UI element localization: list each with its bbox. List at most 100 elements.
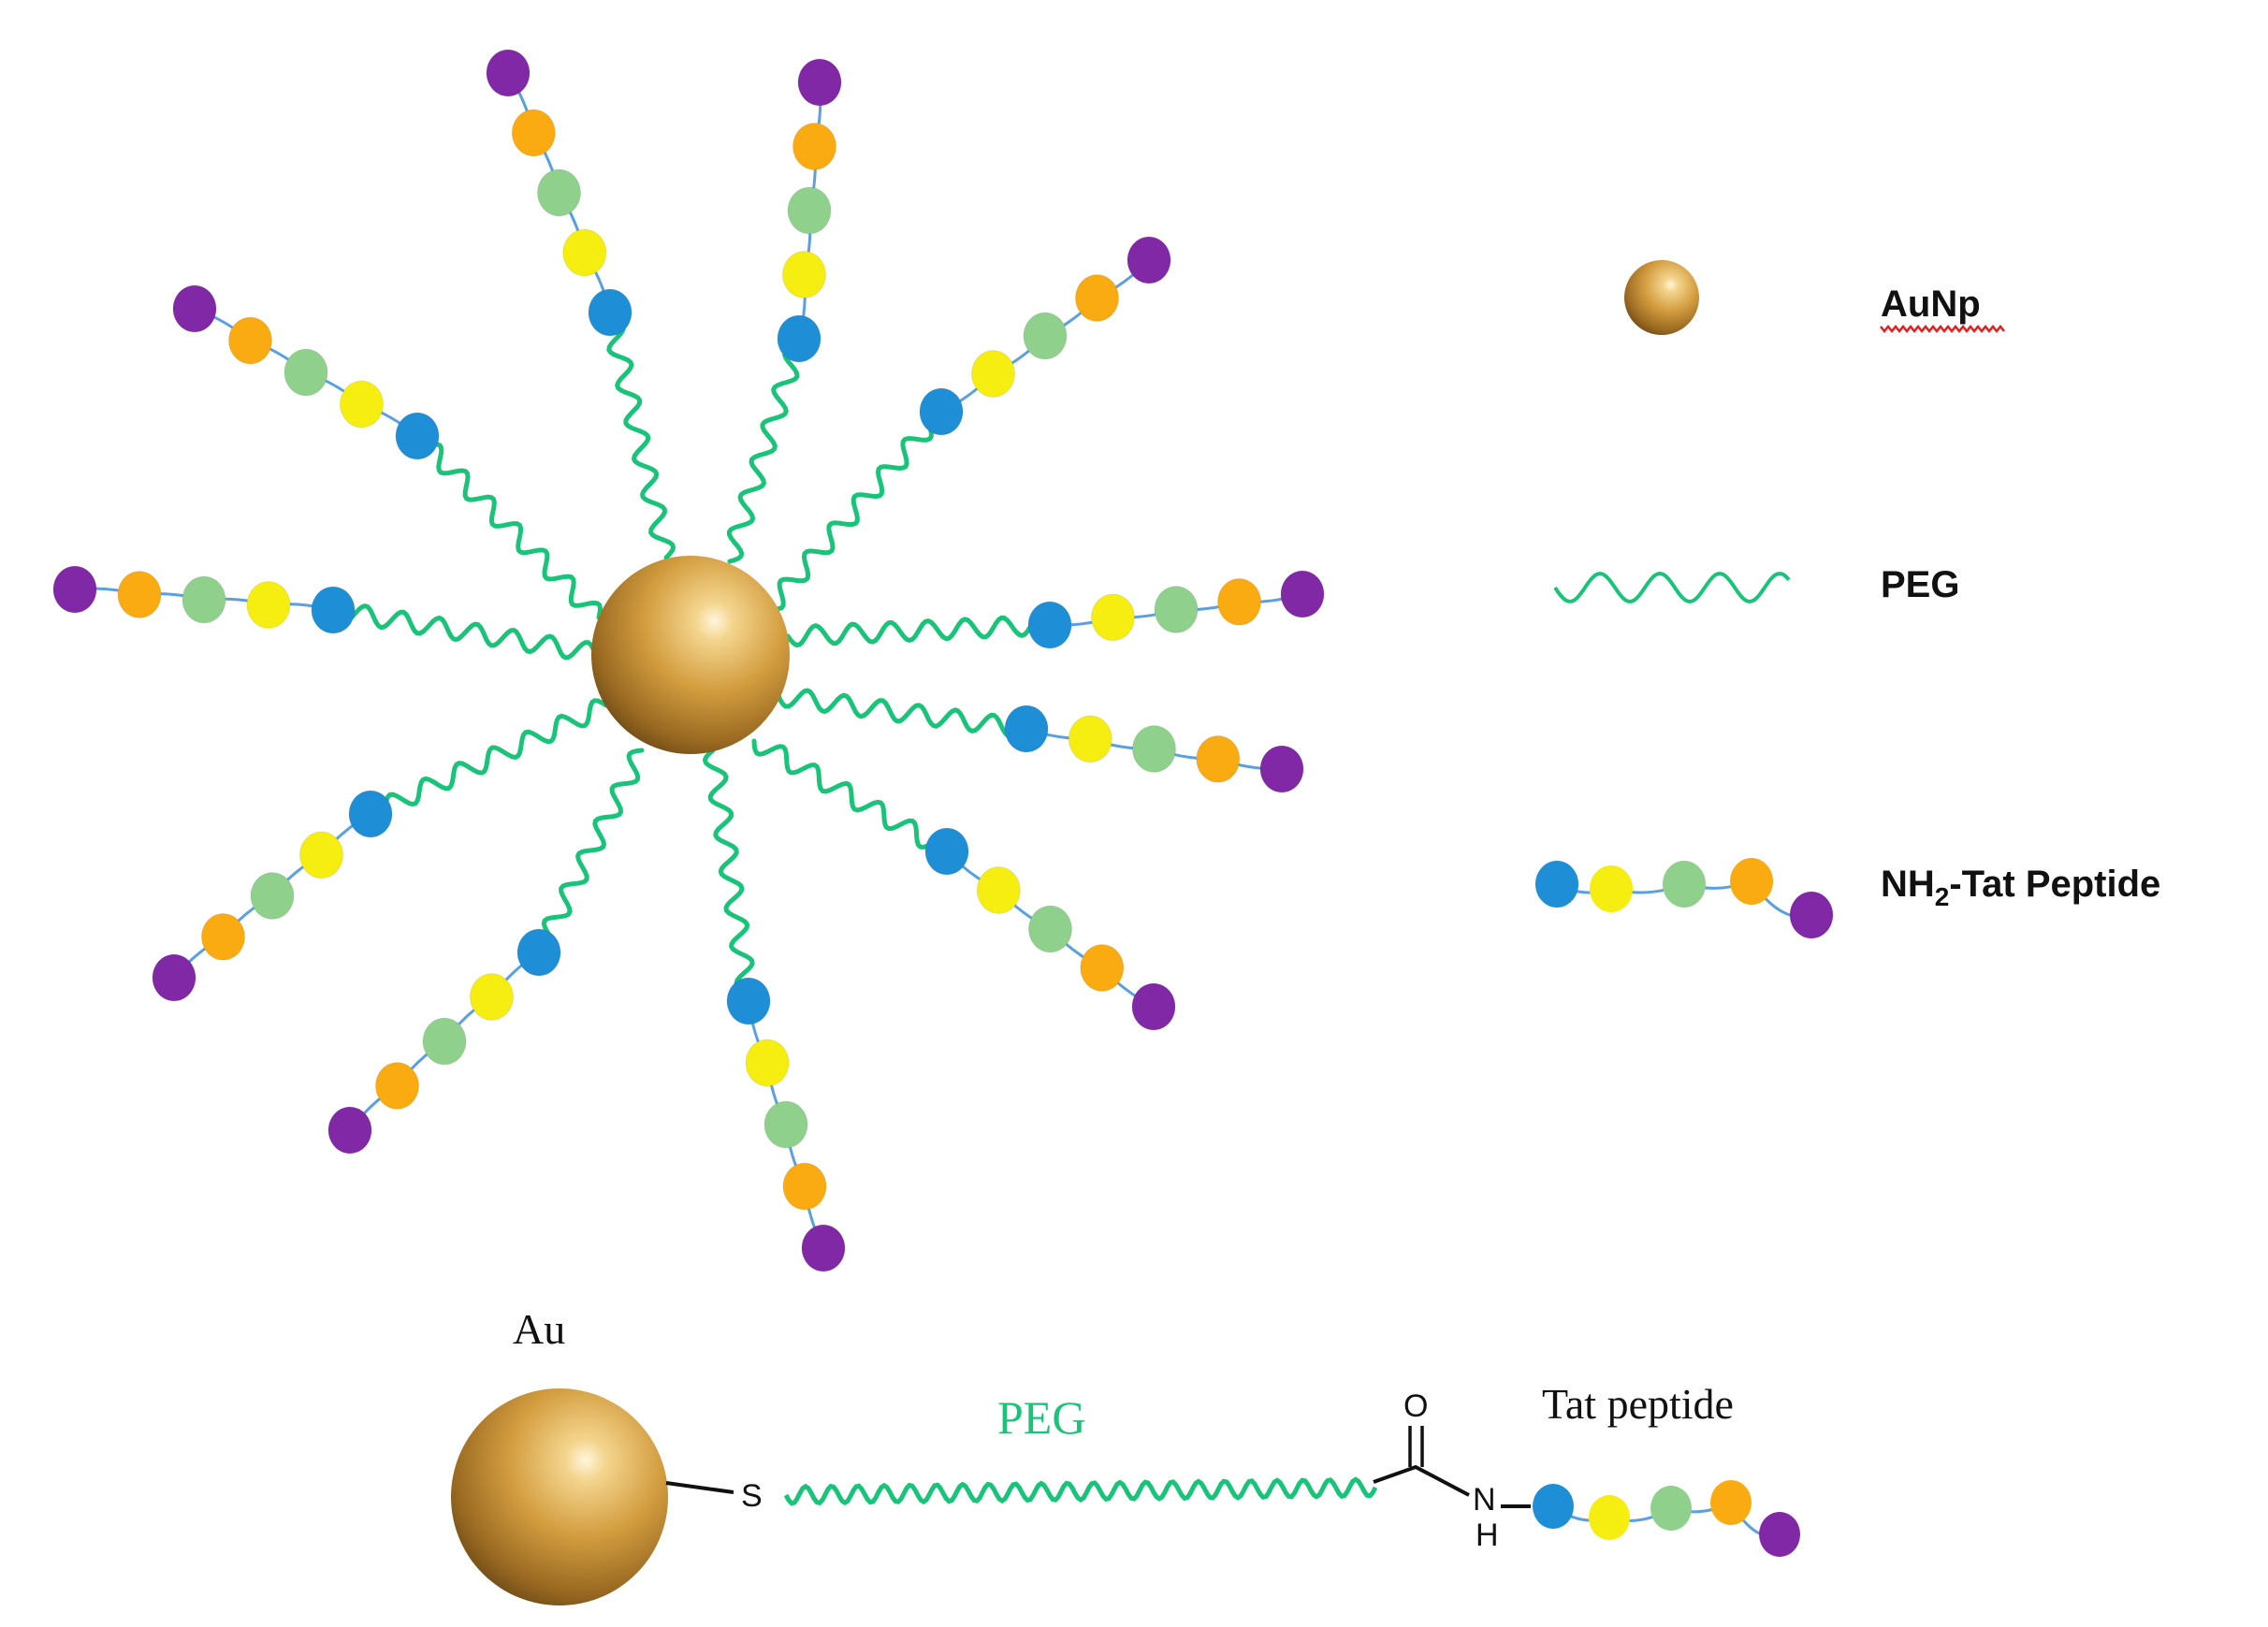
peg-chain	[785, 614, 1053, 648]
orange-bead	[1080, 944, 1125, 992]
purple-bead	[1131, 982, 1176, 1031]
hydrogen-label: H	[1476, 1518, 1499, 1553]
green-bead	[422, 1017, 467, 1066]
purple-bead	[327, 1106, 372, 1155]
orange-bead	[1075, 274, 1119, 322]
blue-bead	[1533, 1484, 1574, 1529]
peg-chain	[766, 408, 943, 612]
yellow-bead	[782, 251, 826, 298]
orange-bead	[792, 123, 836, 170]
nitrogen-label: N	[1473, 1482, 1496, 1518]
peg-peptide-arm	[726, 58, 842, 564]
legend: AuNp PEG NH2-Tat Peptide	[1535, 260, 2160, 938]
schematic-peg-chain	[783, 1476, 1378, 1506]
purple-bead	[52, 565, 97, 614]
purple-bead	[801, 1224, 846, 1272]
peg-peptide-arm	[751, 738, 1176, 1031]
orange-bead	[117, 571, 162, 618]
yellow-bead	[745, 1039, 790, 1087]
blue-bead	[1027, 601, 1072, 649]
orange-bead	[375, 1062, 419, 1110]
blue-bead	[726, 977, 771, 1025]
blue-bead	[588, 288, 632, 337]
blue-bead	[348, 790, 393, 838]
orange-bead	[228, 316, 272, 365]
purple-bead	[172, 284, 217, 333]
green-bead	[1023, 312, 1068, 360]
gold-nanoparticle-core	[591, 556, 790, 754]
peg-chain	[776, 688, 1030, 739]
orange-bead	[1217, 577, 1261, 626]
peg-chain	[751, 738, 952, 851]
purple-bead	[1790, 892, 1833, 938]
au-s-bond	[665, 1481, 734, 1494]
orange-bead	[1730, 858, 1773, 905]
orange-bead	[1710, 1480, 1752, 1525]
blue-bead	[311, 586, 356, 634]
spellcheck-underline	[1880, 324, 2005, 334]
legend-peg-label: PEG	[1881, 564, 1959, 605]
peg-chain	[726, 339, 810, 564]
amide-backbone	[1373, 1464, 1470, 1497]
purple-bead	[486, 49, 531, 97]
peg-peptide-arm	[776, 688, 1304, 793]
green-bead	[284, 348, 328, 397]
functionalized-nanoparticle	[52, 49, 1325, 1272]
green-bead	[537, 168, 581, 217]
green-bead	[763, 1100, 808, 1149]
blue-bead	[777, 314, 821, 363]
peg-chain	[410, 439, 603, 620]
schematic-bead-chain	[1533, 1480, 1800, 1557]
green-bead	[1132, 725, 1176, 773]
yellow-bead	[470, 973, 514, 1021]
green-bead	[1154, 586, 1199, 633]
schematic-peg-label: PEG	[997, 1391, 1085, 1444]
peg-peptide-arm	[172, 284, 603, 620]
yellow-bead	[1589, 1495, 1630, 1540]
yellow-bead	[976, 866, 1021, 914]
peg-chain	[331, 603, 598, 661]
yellow-bead	[1590, 865, 1633, 912]
legend-peptide-label: NH2-Tat Peptide	[1881, 864, 2160, 911]
peg-peptide-arms	[52, 49, 1325, 1272]
green-bead	[1650, 1486, 1692, 1531]
yellow-bead	[246, 581, 291, 629]
green-bead	[250, 872, 295, 920]
purple-bead	[1759, 1512, 1800, 1557]
orange-bead	[782, 1162, 827, 1211]
yellow-bead	[1091, 593, 1135, 642]
green-bead	[1663, 861, 1706, 908]
yellow-bead	[971, 350, 1015, 398]
orange-bead	[201, 912, 245, 961]
blue-bead	[919, 387, 964, 436]
bead-chain-icon	[1535, 858, 1833, 938]
yellow-bead	[340, 380, 384, 429]
au-label: Au	[513, 1305, 565, 1353]
yellow-bead	[562, 228, 607, 277]
peg-chain	[702, 748, 761, 1003]
peg-peptide-arm	[766, 236, 1171, 612]
oxygen-label: O	[1403, 1388, 1428, 1424]
blue-bead	[516, 928, 561, 977]
tat-peptide-label: Tat peptide	[1542, 1380, 1734, 1428]
purple-bead	[152, 953, 196, 1002]
subscript-2: 2	[1935, 882, 1950, 911]
green-bead	[182, 575, 226, 624]
peg-peptide-arm	[486, 49, 676, 560]
green-bead	[787, 186, 832, 235]
yellow-bead	[299, 831, 343, 879]
blue-bead	[1535, 861, 1578, 908]
peg-chain	[533, 748, 645, 953]
blue-bead	[924, 827, 969, 876]
wavy-line-icon	[1553, 571, 1791, 604]
sulfur-label: S	[741, 1478, 763, 1514]
peg-peptide-arm	[327, 748, 645, 1155]
peg-peptide-arm	[702, 748, 846, 1272]
peg-peptide-arm	[152, 698, 609, 1002]
peg-peptide-arm	[785, 570, 1325, 649]
gold-sphere-icon	[1624, 260, 1699, 335]
blue-bead	[395, 412, 440, 460]
au-sphere	[451, 1388, 668, 1605]
orange-bead	[1196, 734, 1241, 783]
